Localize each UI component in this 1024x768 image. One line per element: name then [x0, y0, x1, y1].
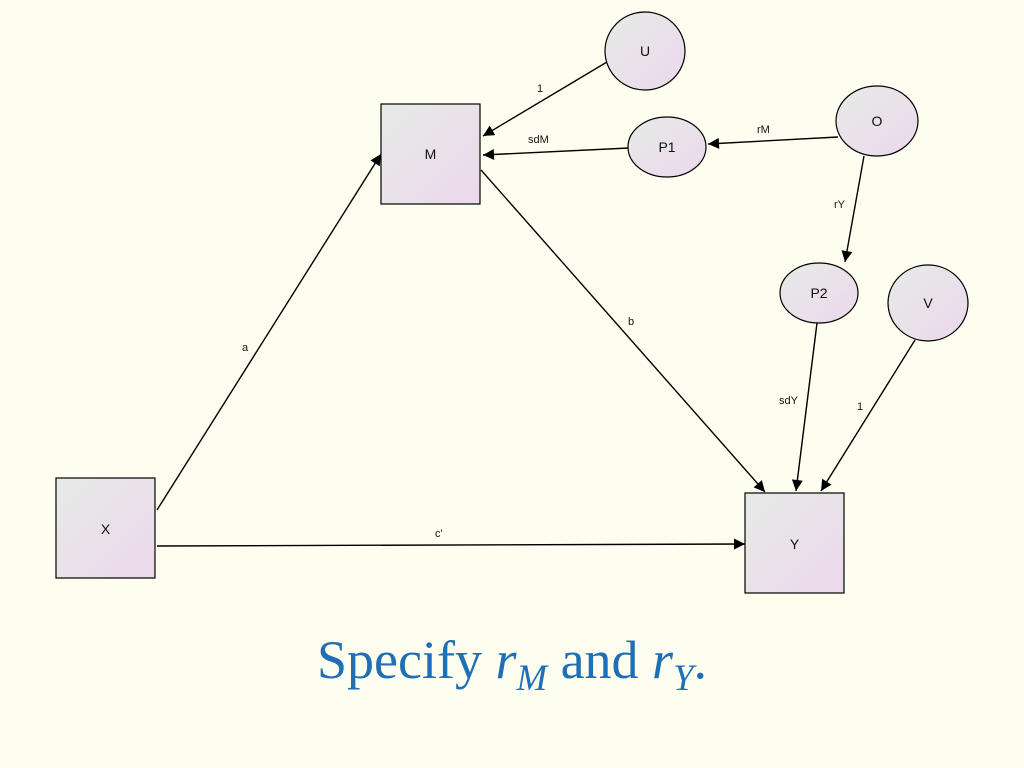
- node-m-label: M: [425, 146, 437, 162]
- edge-p1-to-m: [482, 147, 630, 160]
- node-o[interactable]: O: [835, 85, 919, 157]
- caption-r2: r: [652, 630, 674, 690]
- edge-label-x-m: a: [242, 342, 249, 354]
- caption-r1: r: [495, 630, 517, 690]
- caption-prefix: Specify: [317, 630, 496, 690]
- edge-o-to-p2: [841, 155, 865, 263]
- edge-label-o-p2: rY: [834, 199, 846, 211]
- node-x[interactable]: X: [55, 477, 156, 579]
- edge-m-to-y: [480, 169, 766, 493]
- node-v[interactable]: V: [887, 264, 969, 342]
- node-y[interactable]: Y: [744, 492, 845, 594]
- caption-r-y: rY: [652, 630, 693, 698]
- edge-label-m-y: b: [628, 316, 634, 328]
- node-p2[interactable]: P2: [779, 262, 859, 324]
- node-p2-label: P2: [810, 285, 827, 301]
- caption-r-m: rM: [495, 630, 547, 698]
- edge-label-v-y: 1: [857, 401, 863, 413]
- node-u[interactable]: U: [604, 11, 686, 91]
- node-u-label: U: [640, 43, 650, 59]
- edge-v-to-y: [820, 339, 916, 492]
- edge-label-u-m: 1: [537, 83, 543, 95]
- node-x-label: X: [101, 521, 111, 537]
- edge-label-x-y: c': [435, 528, 443, 540]
- caption-sub-y: Y: [673, 656, 694, 698]
- node-y-label: Y: [790, 536, 800, 552]
- edge-x-to-m: [156, 153, 382, 511]
- node-o-label: O: [872, 113, 883, 129]
- path-diagram: 1 sdM rM rY a b c' sdY 1 M X Y U O P1 P2…: [55, 11, 969, 594]
- edge-u-to-m: [482, 61, 608, 137]
- caption: Specify rM and rY.: [0, 628, 1024, 700]
- edge-label-o-p1: rM: [757, 124, 770, 136]
- caption-suffix: .: [693, 630, 707, 690]
- node-m[interactable]: M: [380, 103, 481, 205]
- edge-label-p1-m: sdM: [528, 134, 549, 146]
- edge-o-to-p1: [707, 136, 839, 149]
- node-v-label: V: [923, 295, 933, 311]
- caption-sub-m: M: [516, 656, 548, 698]
- edge-p2-to-y: [791, 322, 818, 492]
- edge-x-to-y: [156, 538, 746, 550]
- edge-label-p2-y: sdY: [779, 395, 799, 407]
- node-p1[interactable]: P1: [627, 116, 707, 178]
- node-p1-label: P1: [658, 139, 675, 155]
- caption-middle: and: [547, 630, 653, 690]
